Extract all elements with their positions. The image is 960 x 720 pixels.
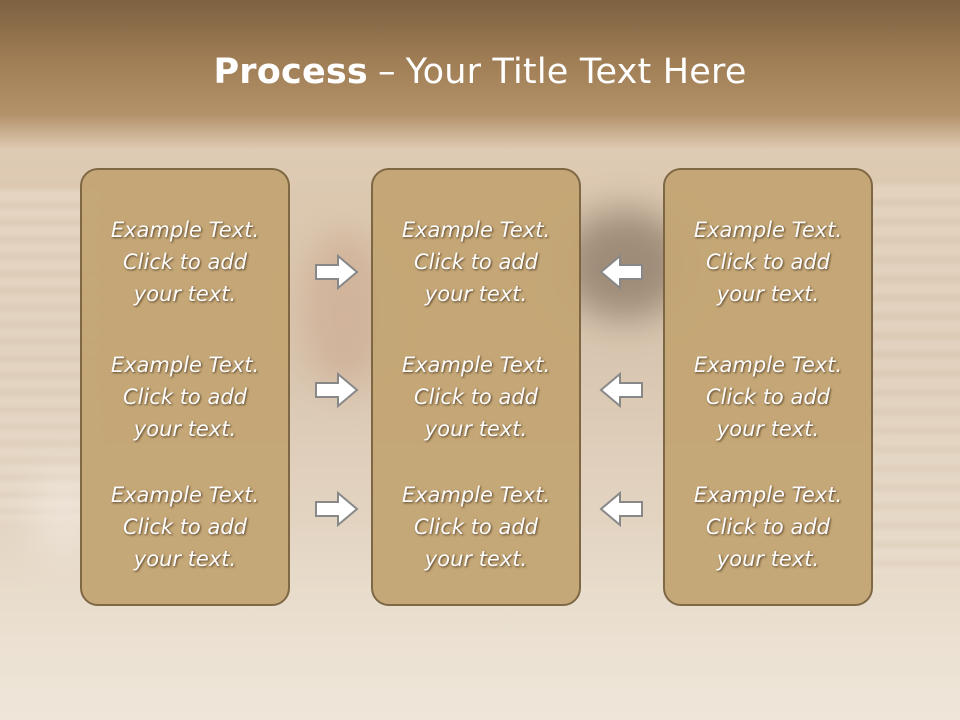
text-line: Example Text.: [110, 483, 260, 507]
panel-text-box[interactable]: Example Text. Click to add your text.: [82, 479, 288, 575]
arrow-right-icon: [315, 490, 359, 528]
title-rest: Your Title Text Here: [405, 52, 747, 92]
arrow-left-icon: [599, 490, 643, 528]
text-line: Example Text.: [401, 218, 551, 242]
panel-text-box[interactable]: Example Text. Click to add your text.: [665, 479, 871, 575]
panel-text-box[interactable]: Example Text. Click to add your text.: [665, 349, 871, 445]
text-line: your text.: [716, 282, 820, 306]
text-line: your text.: [424, 282, 528, 306]
text-line: Click to add: [413, 515, 538, 539]
text-line: Example Text.: [693, 218, 843, 242]
title-dash: –: [377, 52, 396, 92]
panel-text-box[interactable]: Example Text. Click to add your text.: [82, 349, 288, 445]
text-line: your text.: [716, 417, 820, 441]
text-line: your text.: [716, 547, 820, 571]
text-line: Example Text.: [401, 483, 551, 507]
text-line: Example Text.: [110, 218, 260, 242]
title-band: [0, 0, 960, 150]
arrow-left-icon: [599, 371, 643, 409]
text-line: Example Text.: [693, 483, 843, 507]
text-line: Click to add: [413, 385, 538, 409]
text-line: your text.: [133, 547, 237, 571]
text-line: your text.: [133, 417, 237, 441]
panel-text-box[interactable]: Example Text. Click to add your text.: [373, 349, 579, 445]
text-line: Click to add: [122, 385, 247, 409]
text-line: Click to add: [413, 250, 538, 274]
arrow-right-icon: [315, 371, 359, 409]
process-panel-center: Example Text. Click to add your text. Ex…: [371, 168, 581, 606]
panel-text-box[interactable]: Example Text. Click to add your text.: [373, 214, 579, 310]
text-line: Click to add: [122, 515, 247, 539]
panel-text-box[interactable]: Example Text. Click to add your text.: [82, 214, 288, 310]
panel-text-box[interactable]: Example Text. Click to add your text.: [373, 479, 579, 575]
process-panel-left: Example Text. Click to add your text. Ex…: [80, 168, 290, 606]
text-line: your text.: [133, 282, 237, 306]
text-line: your text.: [424, 547, 528, 571]
slide-title[interactable]: Process–Your Title Text Here: [0, 52, 960, 92]
arrow-right-icon: [315, 253, 359, 291]
panel-text-box[interactable]: Example Text. Click to add your text.: [665, 214, 871, 310]
title-bold-part: Process: [213, 52, 368, 92]
text-line: Example Text.: [401, 353, 551, 377]
process-panel-right: Example Text. Click to add your text. Ex…: [663, 168, 873, 606]
text-line: Click to add: [122, 250, 247, 274]
text-line: your text.: [424, 417, 528, 441]
arrow-left-icon: [599, 253, 643, 291]
text-line: Click to add: [705, 515, 830, 539]
text-line: Click to add: [705, 385, 830, 409]
text-line: Example Text.: [110, 353, 260, 377]
text-line: Example Text.: [693, 353, 843, 377]
background-books-right: [870, 185, 960, 575]
text-line: Click to add: [705, 250, 830, 274]
